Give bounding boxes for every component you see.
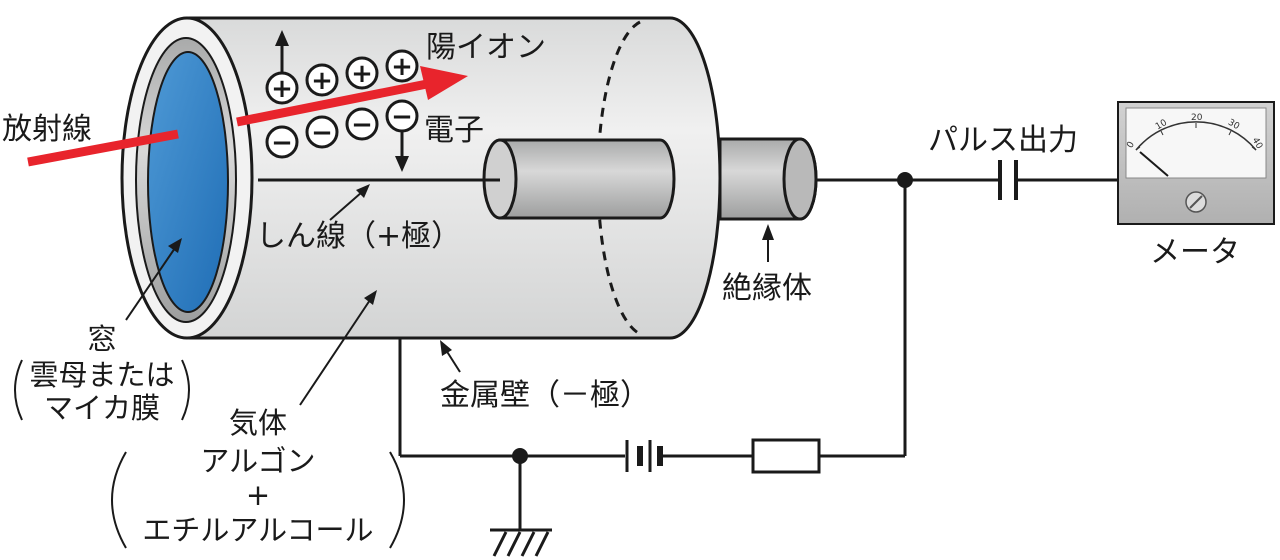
resistor xyxy=(751,438,821,474)
window-annotation: 窓 雲母または マイカ膜 xyxy=(14,322,190,425)
svg-text:マイカ膜: マイカ膜 xyxy=(44,391,160,425)
junction-dot xyxy=(897,172,913,188)
junction-dot xyxy=(512,448,528,464)
electron-label: 電子 xyxy=(424,113,484,148)
svg-text:+: + xyxy=(311,66,333,96)
meter-needle xyxy=(1139,151,1169,177)
inner-electrode xyxy=(482,138,676,220)
electron-3: − xyxy=(345,107,379,141)
svg-text:−: − xyxy=(391,102,413,132)
radiation-arrow xyxy=(27,66,468,167)
positive-ion-label: 陽イオン xyxy=(426,30,546,65)
gas-annotation: 気体 アルゴン + エチルアルコール xyxy=(111,406,405,549)
ion-1: + xyxy=(265,71,299,105)
svg-text:+: + xyxy=(246,478,270,512)
insulator xyxy=(718,137,818,221)
svg-text:雲母または: 雲母または xyxy=(29,358,174,392)
svg-text:+: + xyxy=(351,59,373,89)
pulse-output-label: パルス出力 xyxy=(928,123,1078,158)
pointer-arrows xyxy=(125,184,774,406)
meter-scale-20: 20 xyxy=(1191,113,1203,123)
mica-window xyxy=(147,51,229,313)
svg-text:−: − xyxy=(271,128,293,158)
meter: 0 10 20 30 40 xyxy=(1117,101,1275,225)
svg-text:アルゴン: アルゴン xyxy=(200,444,315,478)
electrons: − − − − xyxy=(265,99,419,172)
ion-4: + xyxy=(385,49,419,83)
window-end xyxy=(120,16,254,340)
ground-icon xyxy=(490,528,552,557)
electron-2: − xyxy=(305,115,339,149)
radiation-label: 放射線 xyxy=(2,112,92,147)
battery xyxy=(625,440,663,472)
meter-label: メータ xyxy=(1150,235,1240,270)
electron-4: − xyxy=(385,99,419,133)
wire-label: しん線（+極） xyxy=(256,219,461,254)
positive-ions: + + + + xyxy=(265,30,419,105)
capacitor xyxy=(998,160,1018,200)
electron-1: − xyxy=(265,125,299,159)
svg-text:窓: 窓 xyxy=(87,322,116,356)
svg-text:−: − xyxy=(351,110,373,140)
svg-text:−: − xyxy=(311,118,333,148)
svg-text:エチルアルコール: エチルアルコール xyxy=(142,513,373,547)
insulator-label: 絶縁体 xyxy=(722,271,812,306)
ion-2: + xyxy=(305,63,339,97)
svg-text:+: + xyxy=(271,74,293,104)
svg-text:+: + xyxy=(391,52,413,82)
ion-3: + xyxy=(345,56,379,90)
svg-text:気体: 気体 xyxy=(229,406,287,440)
metal-wall-label: 金属壁（－極） xyxy=(440,378,650,413)
meter-scale-0: 0 xyxy=(1125,140,1137,150)
